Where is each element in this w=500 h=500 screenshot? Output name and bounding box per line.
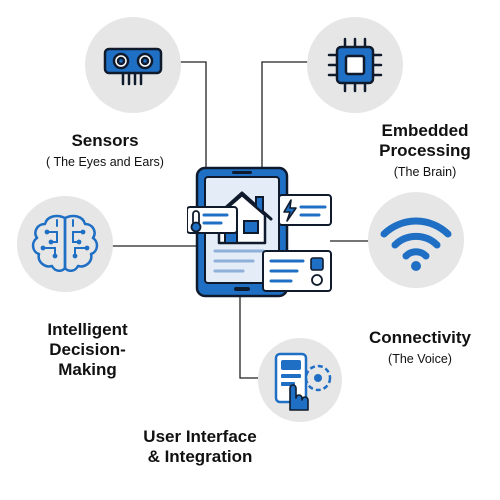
- decision-title-line1: Intelligent: [47, 320, 128, 339]
- brain-circuit-icon: [31, 214, 99, 272]
- connector-ui: [239, 292, 258, 379]
- sensors-label: Sensors ( The Eyes and Ears): [20, 131, 190, 170]
- decision-title-line3: Making: [58, 360, 117, 380]
- ui-title-line2: & Integration: [147, 447, 253, 467]
- connectivity-bubble: [368, 192, 464, 288]
- processing-label: Embedded Processing (The Brain): [350, 121, 500, 180]
- sensors-bubble: [85, 17, 181, 113]
- connectivity-subtitle: (The Voice): [388, 352, 452, 367]
- processing-bubble: [307, 17, 403, 113]
- processing-title-line1: Embedded: [381, 121, 469, 140]
- smart-home-tablet-icon: [187, 166, 332, 298]
- sensors-subtitle: ( The Eyes and Ears): [46, 155, 164, 170]
- decision-title-line2: Decision-: [49, 340, 126, 360]
- decision-bubble: [17, 196, 113, 292]
- wifi-icon: [380, 217, 452, 271]
- connector-processing: [261, 61, 310, 168]
- processing-subtitle: (The Brain): [393, 165, 457, 180]
- microchip-icon: [327, 37, 383, 93]
- decision-label: Intelligent Decision- Making: [10, 320, 165, 380]
- connectivity-label: Connectivity (The Voice): [345, 328, 495, 367]
- processing-title-line2: Processing: [379, 141, 471, 161]
- ui-bubble: [258, 338, 342, 422]
- connectivity-title: Connectivity: [368, 328, 472, 347]
- sensors-title: Sensors: [71, 131, 139, 150]
- ui-label: User Interface & Integration: [115, 427, 285, 467]
- connector-sensors: [175, 61, 207, 168]
- touch-interface-icon: [274, 352, 332, 411]
- ui-title-line1: User Interface: [143, 427, 257, 446]
- sensor-module-icon: [103, 47, 163, 86]
